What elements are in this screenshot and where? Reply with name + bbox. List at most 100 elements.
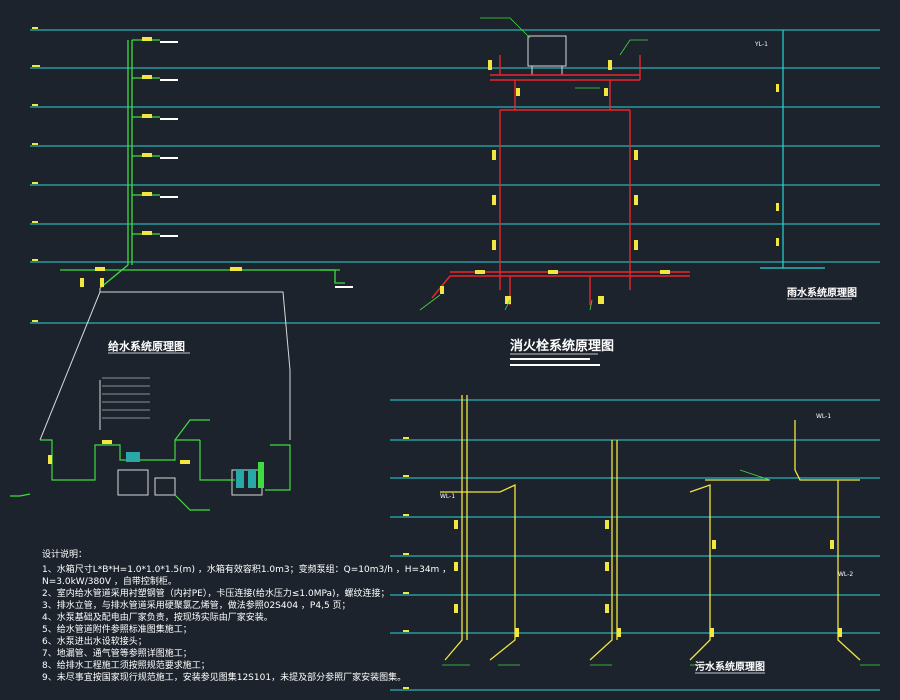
pipe-tag: [505, 296, 511, 304]
notes-line: 7、地漏管、通气管等参照详图施工；: [42, 647, 192, 659]
subtitle-stub: [510, 364, 600, 366]
rain-tag: [776, 203, 779, 211]
pipe-tag: [180, 460, 190, 464]
supply-pipe: [199, 440, 235, 481]
sewage-risers: [440, 395, 861, 661]
title-rainwater: 雨水系统原理图: [787, 286, 857, 299]
rain-tags: [776, 84, 779, 246]
pump-room-outline: [39, 288, 291, 496]
drain-tag: [617, 628, 621, 637]
level-marker: [32, 27, 38, 29]
level-marker: [403, 514, 409, 516]
notes-line: 6、水泵进出水设软接头；: [42, 635, 147, 647]
level-marker: [32, 65, 40, 67]
pump-room-tags: [48, 440, 190, 464]
drain-riser: [794, 420, 860, 481]
leader-line: [174, 419, 210, 441]
notes-line: 1、水箱尺寸L*B*H=1.0*1.0*1.5(m) ，水箱有效容积1.0m3；…: [42, 563, 451, 575]
hydrant-box: [634, 240, 638, 250]
pipe-tag: [100, 278, 104, 287]
supply-pipe: [40, 439, 200, 481]
water-supply-riser: [60, 39, 345, 289]
pump-room-pipes: [10, 419, 291, 511]
pipe-tag: [142, 75, 152, 79]
text-stub: [160, 118, 178, 120]
pipe-tag: [548, 270, 558, 274]
sewage-tags: [454, 520, 842, 637]
rain-tag: [776, 84, 779, 92]
pipe-tag: [142, 192, 152, 196]
drain-tag: [838, 628, 842, 637]
rain-riser-tag: YL-1: [754, 41, 768, 48]
pump-unit: [236, 470, 244, 488]
feed-pipe: [99, 264, 129, 289]
drain-tag: [454, 562, 458, 571]
pipe-tag: [142, 231, 152, 235]
leader-line: [174, 494, 210, 511]
pipe-tag: [142, 114, 152, 118]
supply-pipe: [10, 493, 31, 497]
level-marker: [403, 592, 409, 594]
hydrant-box: [634, 195, 638, 205]
level-marker: [403, 553, 409, 555]
text-stub: [160, 79, 178, 81]
drain-tag: [605, 520, 609, 529]
water-supply-small-text: [160, 41, 353, 288]
fire-hydrant-tags: [440, 60, 670, 304]
notes-heading: 设计说明：: [42, 548, 87, 560]
text-stub: [160, 196, 178, 198]
leader-line: [504, 299, 511, 311]
drain-tag: [515, 628, 519, 637]
wall-tag: WL-1: [816, 413, 831, 420]
water-supply-tags: [80, 37, 242, 287]
hydrant-box: [634, 150, 638, 160]
text-stub: [160, 235, 178, 237]
sewage-riser-tag-1: WL-1: [440, 493, 455, 500]
hydrant-box: [492, 195, 496, 205]
drain-branch: [689, 484, 711, 661]
level-marker: [32, 143, 38, 145]
sewage-riser-tag-2: WL-2: [838, 571, 853, 578]
pipe-tag: [142, 37, 152, 41]
text-stub: [160, 41, 178, 43]
drain-tag: [712, 540, 716, 549]
design-notes: 设计说明： 1、水箱尺寸L*B*H=1.0*1.0*1.5(m) ，水箱有效容积…: [42, 548, 451, 683]
leader-line: [480, 17, 531, 39]
leader-line: [589, 299, 593, 311]
notes-line: N=3.0kW/380V ，自带控制柜。: [42, 575, 177, 587]
text-stub: [335, 286, 353, 288]
drain-riser: [837, 480, 861, 661]
callout-outline: [99, 288, 291, 440]
pipe-tag: [95, 267, 105, 271]
rainwater-riser: [760, 30, 825, 269]
level-marker: [403, 437, 409, 439]
leader-line: [419, 294, 441, 311]
pump-base: [154, 477, 176, 496]
level-marker: [403, 687, 409, 689]
rain-tag: [776, 238, 779, 246]
level-marker: [32, 104, 38, 106]
notes-line: 4、水泵基础及配电由厂家负责，按现场实际由厂家安装。: [42, 611, 273, 623]
pipe-tag: [475, 270, 485, 274]
hydrant-box: [492, 150, 496, 160]
drain-riser: [444, 395, 463, 661]
callout-outline: [39, 291, 101, 441]
pump-unit: [248, 470, 256, 488]
text-stub: [160, 157, 178, 159]
drain-branch: [440, 483, 516, 661]
level-marker: [403, 475, 409, 477]
sewage-level-markers: [403, 437, 409, 689]
water-tank: [527, 35, 567, 67]
floor-lines-sewage: [390, 399, 880, 691]
level-marker: [32, 259, 38, 261]
title-sewage: 污水系统原理图: [695, 660, 765, 673]
title-fire-hydrant: 消火栓系统原理图: [510, 338, 614, 354]
level-marker: [403, 630, 409, 632]
drain-tag: [830, 540, 834, 549]
fire-leaders: [419, 17, 648, 311]
floor-lines-top: [30, 29, 880, 324]
drain-tag: [454, 604, 458, 613]
pipe-tag: [142, 153, 152, 157]
